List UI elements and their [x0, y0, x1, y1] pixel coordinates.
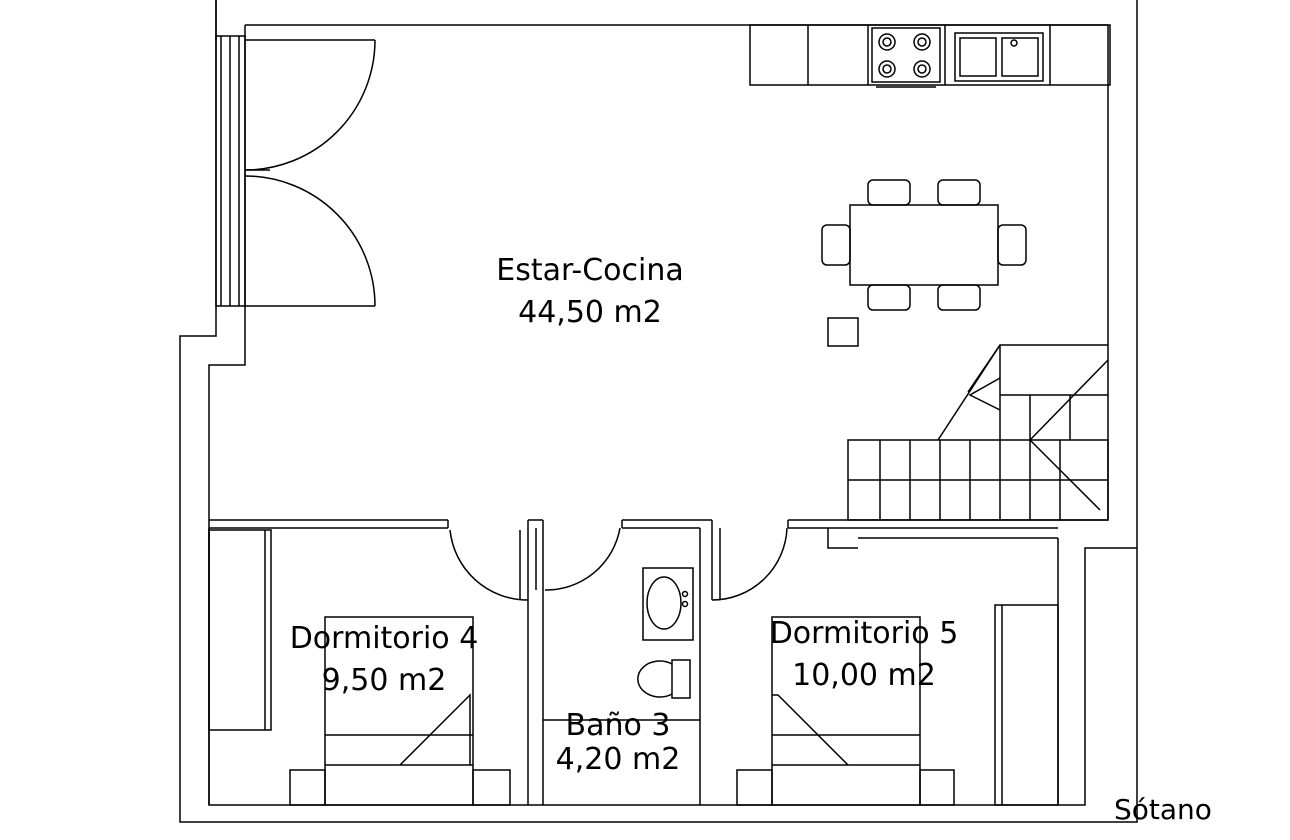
small-square-fixture: [827, 317, 859, 347]
wardrobe-d4: [208, 529, 272, 731]
kitchen-counter: [749, 24, 1111, 86]
left-window: [215, 35, 246, 307]
interior-door-swings: [449, 527, 788, 601]
room-label-dormitorio-5: Dormitorio 5 10,00 m2: [744, 619, 984, 691]
exterior-walls: [179, 0, 1138, 823]
room-name: Dormitorio 4: [289, 621, 479, 656]
room-area: 4,20 m2: [555, 742, 681, 777]
room-area: 9,50 m2: [321, 663, 447, 698]
bed-d4: [289, 616, 511, 806]
double-door-swing: [244, 39, 376, 307]
room-label-bano-3: Baño 3 4,20 m2: [528, 711, 708, 775]
room-name: Estar-Cocina: [496, 253, 684, 288]
wardrobe-d5: [994, 604, 1059, 806]
room-area: 44,50 m2: [518, 295, 662, 330]
room-name: Dormitorio 5: [769, 616, 959, 651]
dining-table: [821, 179, 1027, 311]
room-name: Baño 3: [565, 708, 671, 743]
bed-d5: [736, 616, 955, 806]
kitchen-sink: [954, 32, 1044, 82]
room-label-dormitorio-4: Dormitorio 4 9,50 m2: [264, 624, 504, 696]
staircase: [847, 344, 1109, 521]
room-area: 10,00 m2: [792, 658, 936, 693]
floor-level-label: Sótano: [1114, 793, 1212, 826]
room-label-estar-cocina: Estar-Cocina 44,50 m2: [470, 256, 710, 328]
bathroom-fixtures: [543, 567, 700, 721]
stove-cooktop: [871, 27, 941, 88]
